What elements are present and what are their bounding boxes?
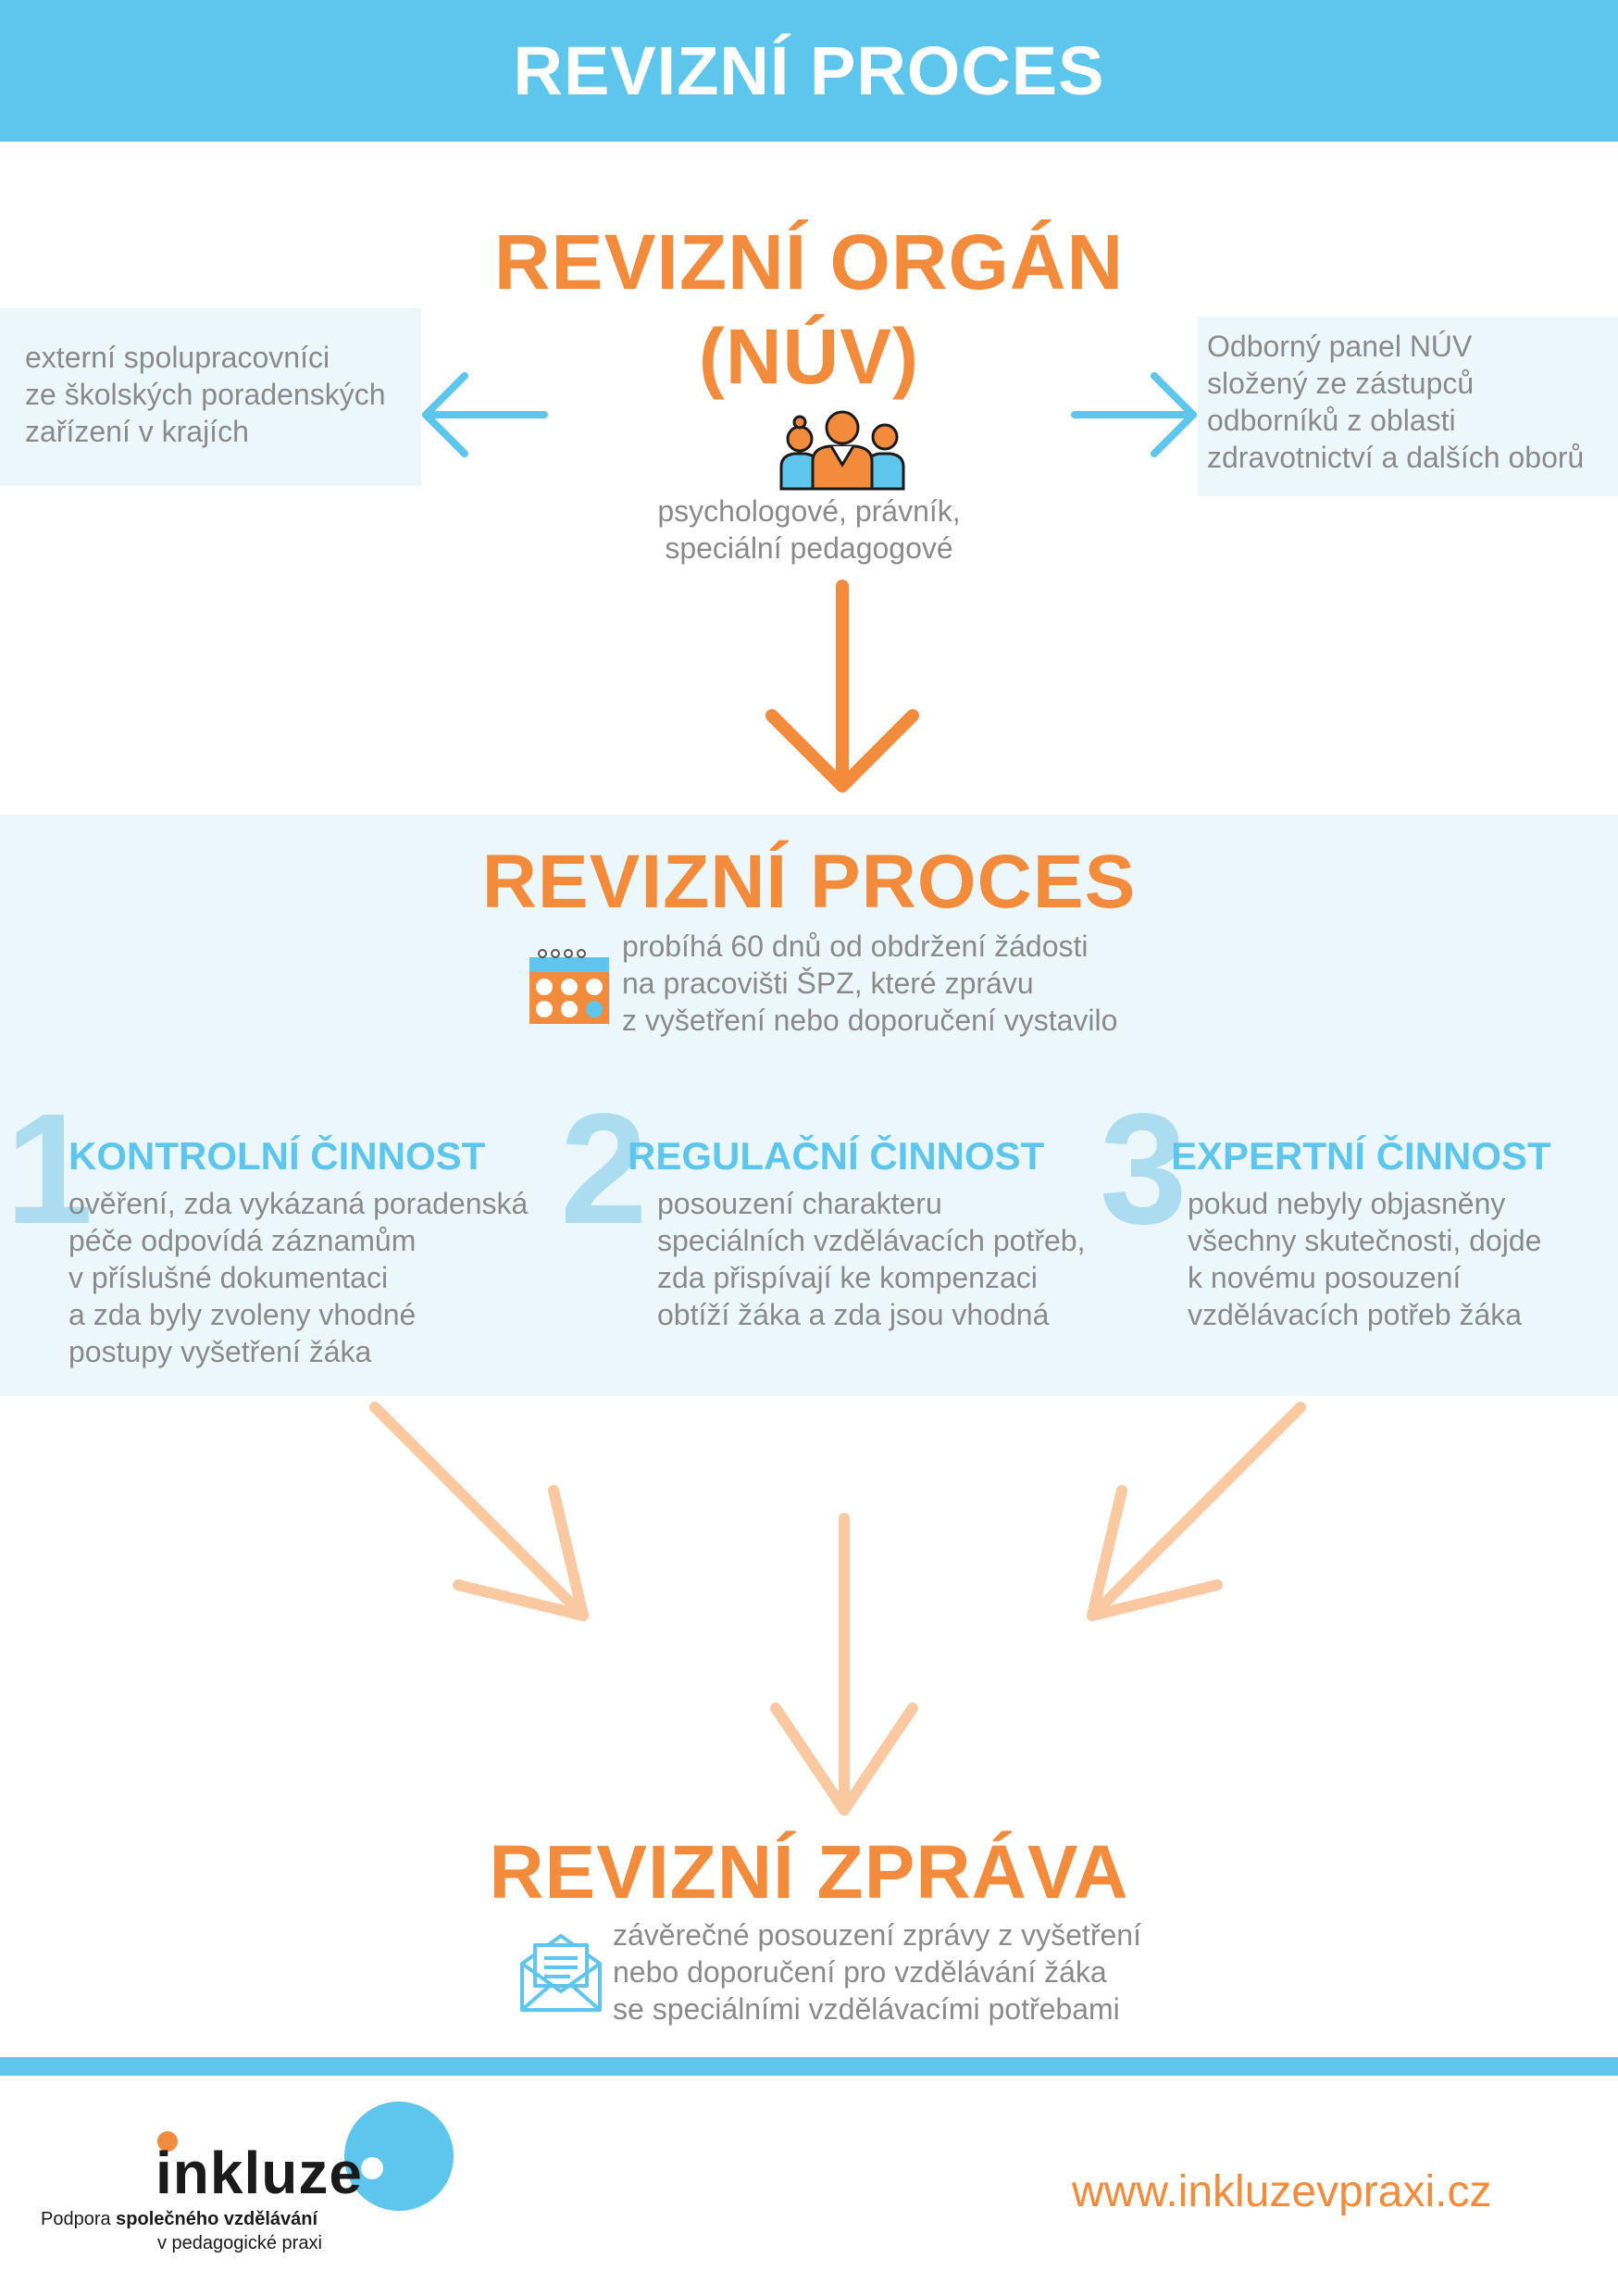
right-info-box: Odborný panel NÚV složený ze zástupců od… <box>1198 317 1618 496</box>
step-text-2: posouzení charakteru speciálních vzděláv… <box>657 1185 1157 1333</box>
step-text-3: pokud nebyly objasněny všechny skutečnos… <box>1188 1185 1618 1333</box>
report-text-line: nebo doporučení pro vzdělávání žáka <box>613 1955 1107 1989</box>
people-icon <box>779 410 905 491</box>
step-text-line: postupy vyšetření žáka <box>68 1335 372 1368</box>
logo-tagline-line2: v pedagogické praxi <box>157 2233 322 2253</box>
step-text-line: péče odpovídá záznamům <box>68 1224 417 1257</box>
arrow-diagonal-left-down-icon <box>1087 1402 1306 1621</box>
step-text-line: k novému posouzení <box>1188 1261 1462 1294</box>
organ-title: REVIZNÍ ORGÁN (NÚV) <box>346 215 1272 404</box>
process-info: probíhá 60 dnů od obdržení žádosti na pr… <box>622 928 1363 1039</box>
people-caption-line: psychologové, právník, <box>657 494 961 528</box>
process-section <box>0 815 1618 1396</box>
arrow-left-icon <box>422 372 548 457</box>
logo-orange-dot <box>157 2131 178 2152</box>
report-text-line: závěrečné posouzení zprávy z vyšetření <box>613 1918 1141 1952</box>
step-text-line: v příslušné dokumentaci <box>68 1261 389 1294</box>
people-caption: psychologové, právník, speciální pedagog… <box>531 493 1087 567</box>
report-text: závěrečné posouzení zprávy z vyšetření n… <box>613 1916 1353 2028</box>
step-text-line: obtíží žáka a zda jsou vhodná <box>657 1298 1050 1331</box>
process-info-line: na pracovišti ŠPZ, které zprávu <box>622 967 1034 1000</box>
right-info-line: Odborný panel NÚV <box>1207 330 1473 363</box>
tagline-bold: společného vzdělávání <box>116 2209 318 2229</box>
website-link[interactable]: www.inkluzevpraxi.cz <box>1072 2167 1492 2216</box>
step-title-2: REGULAČNÍ ČINNOST <box>628 1134 1045 1178</box>
step-text-line: vzdělávacích potřeb žáka <box>1188 1298 1523 1331</box>
right-info-line: zdravotnictví a dalších oborů <box>1207 441 1585 474</box>
step-text-line: a zda byly zvoleny vhodné <box>68 1298 417 1331</box>
step-text-line: pokud nebyly objasněny <box>1188 1187 1506 1220</box>
process-title: REVIZNÍ PROCES <box>481 840 1137 924</box>
arrow-right-icon <box>1071 372 1197 457</box>
step-number-1: 1 <box>6 1081 93 1257</box>
report-title: REVIZNÍ ZPRÁVA <box>489 1830 1129 1915</box>
report-text-line: se speciálními vzdělávacími potřebami <box>613 1992 1120 2026</box>
page-title: REVIZNÍ PROCES <box>513 32 1105 109</box>
step-title-1: KONTROLNÍ ČINNOST <box>68 1134 486 1178</box>
organ-title-line1: REVIZNÍ ORGÁN <box>493 218 1125 306</box>
organ-title-line2: (NÚV) <box>698 313 920 400</box>
logo-tagline-line1: Podpora společného vzdělávání <box>41 2207 317 2231</box>
tagline-prefix: Podpora <box>41 2209 117 2229</box>
left-info-line: zařízení v krajích <box>25 415 249 448</box>
envelope-icon <box>520 1934 602 2012</box>
calendar-icon <box>529 949 609 1024</box>
logo-blue-circle <box>344 2102 454 2211</box>
step-text-1: ověření, zda vykázaná poradenská péče od… <box>68 1185 568 1370</box>
step-text-line: všechny skutečnosti, dojde <box>1188 1224 1542 1257</box>
process-info-line: z vyšetření nebo doporučení vystavilo <box>622 1004 1118 1037</box>
step-text-line: ověření, zda vykázaná poradenská <box>68 1187 529 1220</box>
arrow-diagonal-right-down-icon <box>369 1402 589 1621</box>
converging-arrows <box>369 1402 1306 1816</box>
step-text-line: speciálních vzdělávacích potřeb, <box>657 1224 1086 1257</box>
inkluze-logo: inkluze Podpora společného vzdělávání v … <box>37 2102 463 2259</box>
right-info-line: složený ze zástupců <box>1207 367 1475 400</box>
people-caption-line: speciální pedagogové <box>665 531 953 565</box>
step-title-3: EXPERTNÍ ČINNOST <box>1171 1134 1551 1178</box>
process-info-line: probíhá 60 dnů od obdržení žádosti <box>622 930 1089 963</box>
step-text-line: posouzení charakteru <box>657 1187 942 1220</box>
header-bar: REVIZNÍ PROCES <box>0 0 1618 142</box>
arrow-down-icon <box>765 580 919 792</box>
logo-word: inkluze <box>156 2140 363 2206</box>
right-info-line: odborníků z oblasti <box>1207 404 1456 437</box>
footer-divider <box>0 2057 1618 2076</box>
step-text-line: zda přispívají ke kompenzaci <box>657 1261 1038 1294</box>
step-number-2: 2 <box>560 1081 648 1257</box>
step-number-3: 3 <box>1100 1081 1188 1257</box>
left-info-box: externí spolupracovníci ze školských por… <box>0 308 421 486</box>
left-info-line: externí spolupracovníci <box>25 341 330 374</box>
left-info-line: ze školských poradenských <box>25 378 386 411</box>
logo-white-dot <box>361 2157 383 2179</box>
arrow-down-icon <box>770 1513 918 1816</box>
